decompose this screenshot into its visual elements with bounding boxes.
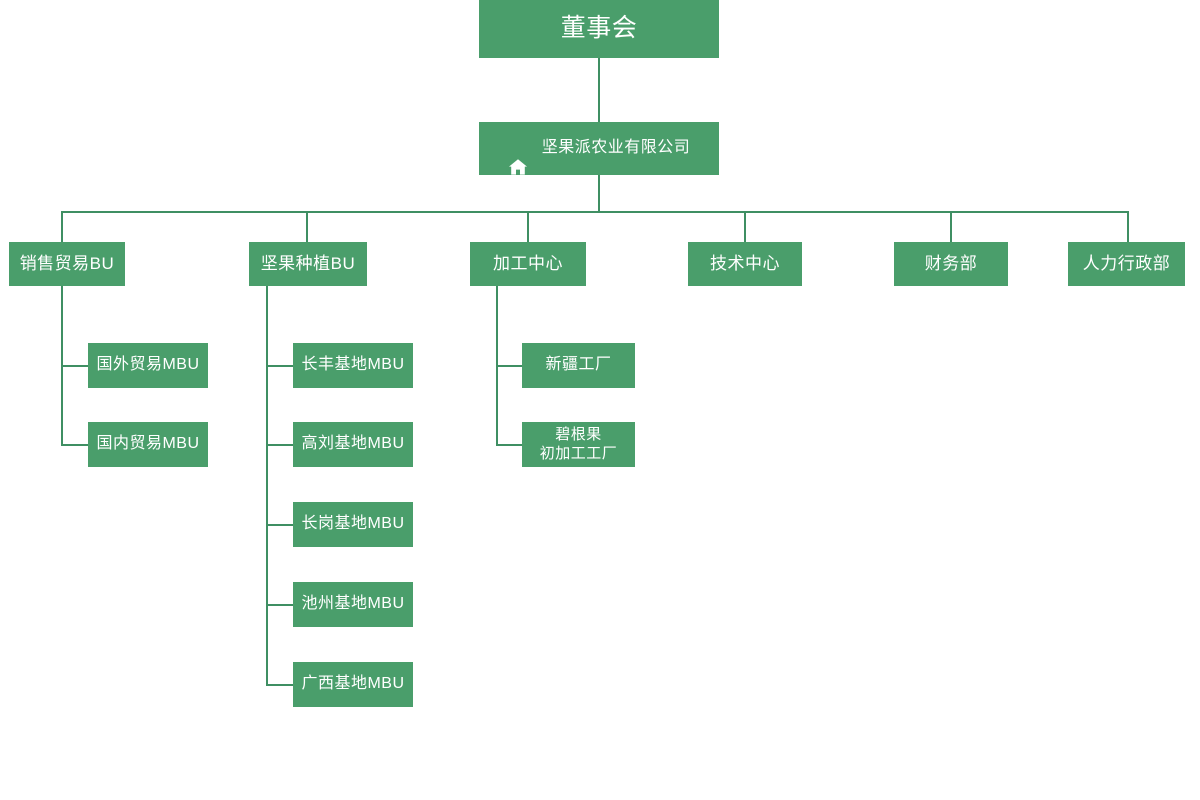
node-unit-chizhou-base[interactable]: 池州基地MBU (293, 582, 413, 627)
connector-elbow-sales-1 (61, 365, 88, 367)
node-unit-xinjiang-factory[interactable]: 新疆工厂 (522, 343, 635, 388)
connector-drop-division-2 (306, 211, 308, 242)
node-division-finance[interactable]: 财务部 (894, 242, 1008, 286)
connector-drop-division-6 (1127, 211, 1129, 242)
connector-drop-division-4 (744, 211, 746, 242)
connector-company-to-bus (598, 175, 600, 212)
node-unit-overseas-trade[interactable]: 国外贸易MBU (88, 343, 208, 388)
node-unit-domestic-trade[interactable]: 国内贸易MBU (88, 422, 208, 467)
node-company-label: 坚果派农业有限公司 (541, 139, 691, 157)
connector-horizontal-bus (61, 211, 1128, 213)
node-division-hr-admin[interactable]: 人力行政部 (1068, 242, 1185, 286)
connector-elbow-sales-2 (61, 444, 88, 446)
connector-elbow-planting-1 (266, 365, 293, 367)
connector-drop-division-3 (527, 211, 529, 242)
node-unit-changgang-base[interactable]: 长岗基地MBU (293, 502, 413, 547)
node-unit-guangxi-base[interactable]: 广西基地MBU (293, 662, 413, 707)
connector-elbow-planting-2 (266, 444, 293, 446)
connector-elbow-planting-4 (266, 604, 293, 606)
connector-root-to-company (598, 58, 600, 122)
connector-elbow-processing-2 (496, 444, 523, 446)
node-company[interactable]: 坚果派农业有限公司 (479, 122, 719, 175)
connector-elbow-planting-3 (266, 524, 293, 526)
connector-elbow-planting-5 (266, 684, 293, 686)
connector-elbow-processing-1 (496, 365, 523, 367)
node-division-processing-center[interactable]: 加工中心 (470, 242, 586, 286)
node-division-technology-center[interactable]: 技术中心 (688, 242, 802, 286)
node-division-nut-planting[interactable]: 坚果种植BU (249, 242, 367, 286)
node-board-of-directors[interactable]: 董事会 (479, 0, 719, 58)
node-division-sales-trade[interactable]: 销售贸易BU (9, 242, 125, 286)
connector-trunk-planting (266, 286, 268, 685)
connector-drop-division-5 (950, 211, 952, 242)
home-icon (508, 140, 528, 175)
node-unit-pecan-primary-factory[interactable]: 碧根果 初加工工厂 (522, 422, 635, 467)
node-unit-gaoliu-base[interactable]: 高刘基地MBU (293, 422, 413, 467)
connector-drop-division-1 (61, 211, 63, 242)
node-unit-changfeng-base[interactable]: 长丰基地MBU (293, 343, 413, 388)
